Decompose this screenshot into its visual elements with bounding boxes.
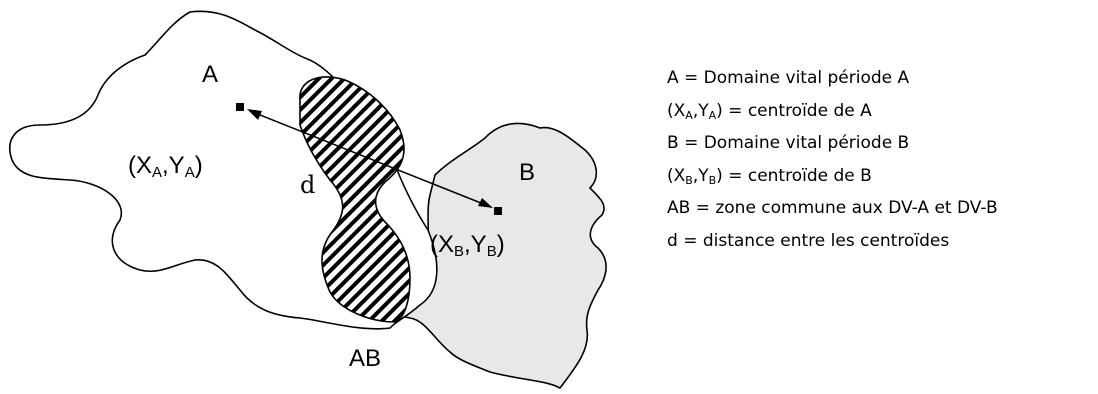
legend-text: d = distance entre les centroïdes [667,230,950,251]
legend-item-ab: AB = zone commune aux DV-A et DV-B [667,192,1097,225]
legend-item-a: A = Domaine vital période A [667,62,1097,95]
arrowhead-b [478,198,493,208]
legend-text: AB = zone commune aux DV-A et DV-B [667,198,998,218]
legend-item-centroid-a: (XA,YA) = centroïde de A [667,100,872,122]
label-centroid-b: (XB,YB) [430,231,505,260]
label-centroid-a: (XA,YA) [128,152,203,181]
legend-item-d: d = distance entre les centroïdes [667,225,1097,258]
legend-item-b: B = Domaine vital période B [667,127,1097,160]
centroid-b-marker [494,207,502,215]
label-ab: AB [349,345,381,372]
overlap-zone-ab [299,76,411,323]
distance-arrow [249,110,492,208]
label-b: B [519,159,535,186]
legend-text: A = Domaine vital période A [667,68,910,88]
centroid-a-marker [236,103,244,111]
label-d: d [300,171,315,199]
legend-text: B = Domaine vital période B [667,133,910,153]
arrowhead-a [247,109,262,120]
legend: A = Domaine vital période A (XA,YA) = ce… [667,62,1097,257]
legend-item-centroid-b: (XB,YB) = centroïde de B [667,165,872,187]
label-a: A [202,61,218,88]
